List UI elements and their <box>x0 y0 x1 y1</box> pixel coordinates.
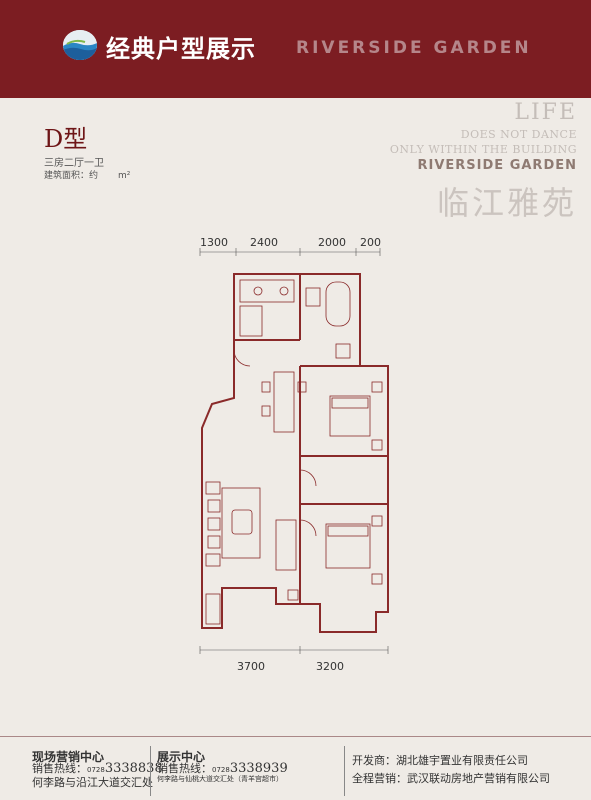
plan-description: 三房二厅一卫 <box>44 158 104 169</box>
sales-hotline-label: 销售热线： <box>32 762 87 775</box>
slogan-line-4: RIVERSIDE GARDEN <box>417 158 577 173</box>
developer-name: 湖北雄宇置业有限责任公司 <box>396 754 528 767</box>
show-hotline-prefix: 0728 <box>212 766 230 774</box>
sales-hotline-prefix: 0728 <box>87 766 105 774</box>
dim-top-1: 1300 <box>200 236 228 249</box>
slogan-line-2: DOES NOT DANCE <box>460 128 577 141</box>
dim-bottom-1: 3700 <box>237 660 265 673</box>
dim-top-4: 200 <box>360 236 381 249</box>
sales-hotline: 销售热线：07283338838 <box>32 760 163 776</box>
developer-label: 开发商： <box>352 754 396 767</box>
header-subtitle: RIVERSIDE GARDEN <box>296 38 532 58</box>
sales-center-title: 现场营销中心 <box>32 750 105 764</box>
footer-separator <box>344 746 345 796</box>
agent-name: 武汉联动房地产营销有限公司 <box>407 772 550 785</box>
agent-line: 全程营销：武汉联动房地产营销有限公司 <box>352 770 550 786</box>
footer-divider <box>0 736 591 737</box>
dim-top-3: 2000 <box>318 236 346 249</box>
plan-type: D型 <box>44 125 88 153</box>
slogan-line-5: 临江雅苑 <box>436 184 577 222</box>
show-hotline: 销售热线：07283338939 <box>157 760 288 776</box>
show-address: 何李路与仙桃大道交汇处（青羊宫超市） <box>157 775 283 783</box>
header-title: 经典户型展示 <box>106 35 256 63</box>
logo-icon <box>63 30 97 60</box>
developer-line: 开发商：湖北雄宇置业有限责任公司 <box>352 752 528 768</box>
dim-bottom-2: 3200 <box>316 660 344 673</box>
header-band: 经典户型展示 RIVERSIDE GARDEN <box>0 0 591 98</box>
footer-separator <box>150 746 151 796</box>
show-hotline-label: 销售热线： <box>157 762 212 775</box>
dim-top-2: 2400 <box>250 236 278 249</box>
show-hotline-number: 3338939 <box>229 761 288 776</box>
sales-address: 何李路与沿江大道交汇处 <box>32 776 153 789</box>
agent-label: 全程营销： <box>352 772 407 785</box>
plan-area: 建筑面积：约 m² <box>44 171 131 181</box>
slogan-line-3: ONLY WITHIN THE BUILDING <box>389 143 577 156</box>
sales-hotline-number: 3338838 <box>104 761 163 776</box>
show-center-title: 展示中心 <box>157 750 206 764</box>
slogan-line-1: LIFE <box>514 100 577 125</box>
